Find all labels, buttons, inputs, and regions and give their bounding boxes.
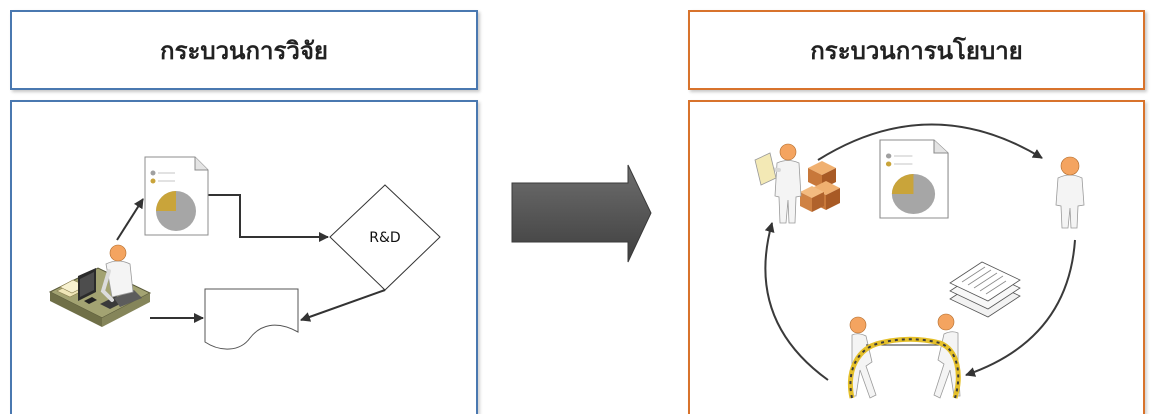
research-process-title: กระบวนการวิจัย (160, 36, 328, 65)
research-process-panel (10, 100, 478, 414)
policy-process-title: กระบวนการนโยบาย (810, 36, 1023, 65)
policy-process-panel (688, 100, 1145, 414)
transition-arrow (511, 164, 652, 263)
research-process-header: กระบวนการวิจัย (10, 10, 478, 90)
policy-process-header: กระบวนการนโยบาย (688, 10, 1145, 90)
